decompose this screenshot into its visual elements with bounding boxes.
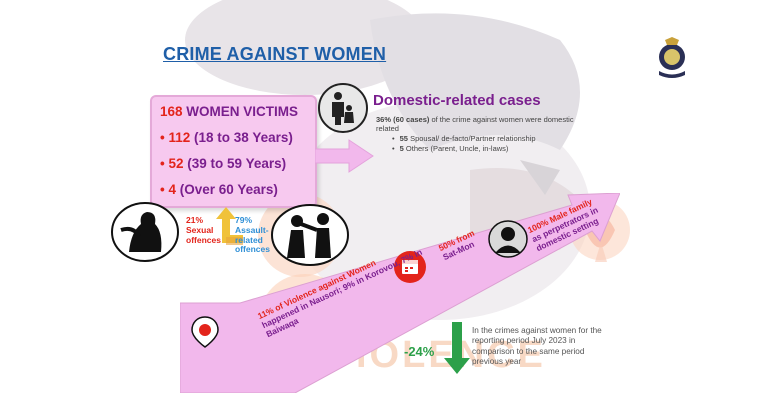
domestic-summary: 36% (60 cases) of the crime against wome… (376, 115, 574, 134)
police-badge-icon (659, 37, 685, 78)
man-head-icon (488, 220, 528, 258)
up-arrows-icon (216, 207, 243, 247)
right-arrow-icon (315, 139, 374, 173)
victims-total: 168 WOMEN VICTIMS (160, 104, 298, 119)
domestic-breakdown-list: 55 Spousal/ de-facto/Partner relationshi… (392, 134, 536, 154)
domestic-title: Domestic-related cases (373, 92, 541, 109)
age-group-range: (Over 60 Years) (179, 182, 278, 197)
age-group-row: • 112 (18 to 38 Years) (160, 130, 293, 145)
age-group-range: (39 to 59 Years) (187, 156, 287, 171)
calendar-icon (394, 251, 426, 283)
age-group-count: 4 (168, 182, 177, 197)
assault-offences-stat: 79% Assault- related offences (235, 215, 270, 255)
age-group-count: 52 (168, 156, 184, 171)
trend-change: -24% (404, 344, 435, 359)
victims-summary-box: 168 WOMEN VICTIMS • 112 (18 to 38 Years)… (150, 95, 317, 208)
location-pin-icon (191, 316, 219, 348)
down-arrow-icon (444, 322, 470, 374)
age-group-range: (18 to 38 Years) (194, 130, 293, 145)
age-group-row: • 4 (Over 60 Years) (160, 182, 278, 197)
assault-silhouette-icon (271, 204, 349, 266)
victims-total-number: 168 (160, 104, 183, 119)
victims-total-label: WOMEN VICTIMS (186, 104, 299, 119)
age-group-count: 112 (168, 130, 191, 145)
woman-silhouette-icon (111, 202, 179, 262)
family-icon (318, 83, 368, 133)
page-title: CRIME AGAINST WOMEN (163, 44, 387, 64)
trend-description: In the crimes against women for the repo… (472, 326, 602, 366)
list-item: 5 Others (Parent, Uncle, in-laws) (392, 144, 536, 154)
age-group-row: • 52 (39 to 59 Years) (160, 156, 287, 171)
list-item: 55 Spousal/ de-facto/Partner relationshi… (392, 134, 536, 144)
sexual-offences-stat: 21% Sexual offences (186, 215, 221, 245)
